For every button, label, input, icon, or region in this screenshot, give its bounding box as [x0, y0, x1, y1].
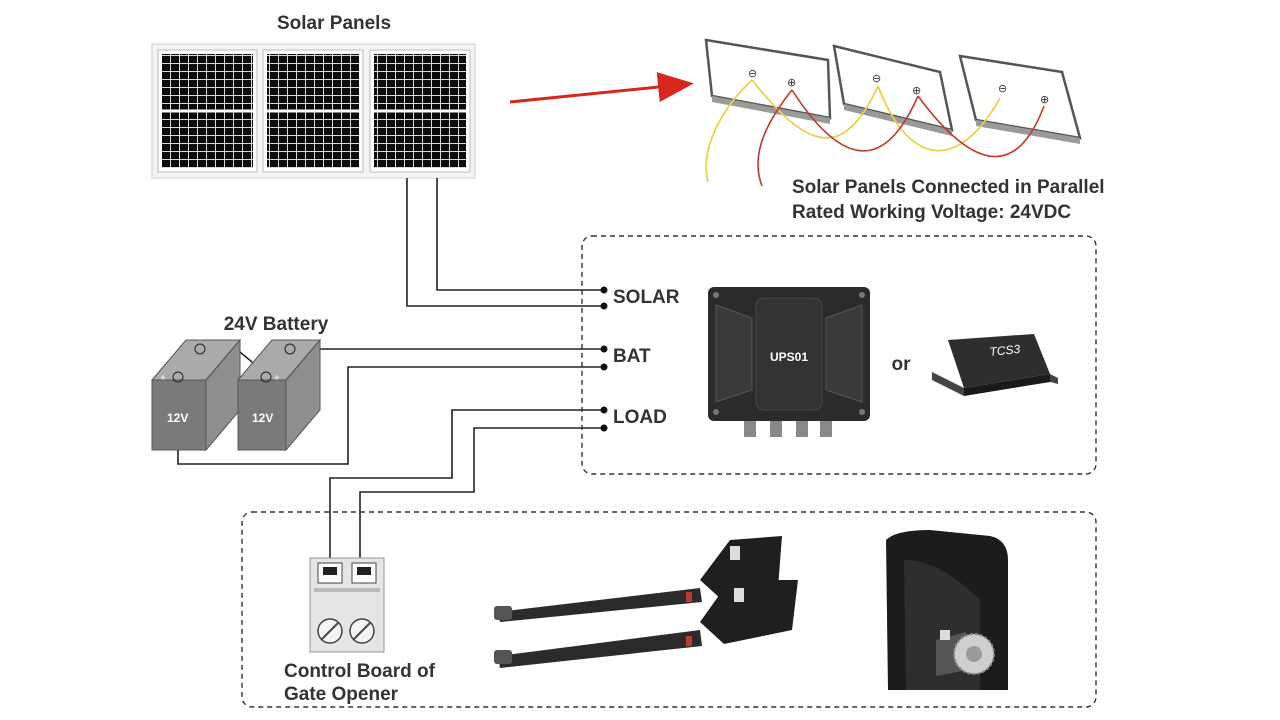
plus-terminal-icon: ⊕	[787, 77, 796, 89]
red-wire	[917, 95, 1045, 158]
terminal-dot	[600, 345, 608, 353]
gate-opener-label-line2: Gate Opener	[284, 684, 399, 705]
terminal-dot	[600, 406, 608, 414]
sliding-gate-motor	[886, 530, 1008, 690]
parallel-note-line2: Rated Working Voltage: 24VDC	[792, 202, 1071, 223]
solar-panel-1	[157, 49, 258, 173]
terminal-label-load: LOAD	[613, 407, 667, 428]
or-label: or	[892, 354, 912, 375]
battery-cell-right: + 12V	[236, 338, 322, 452]
ups01-label: UPS01	[770, 350, 808, 364]
terminal-label-solar: SOLAR	[613, 287, 680, 308]
yellow-wire	[705, 79, 753, 183]
plus-terminal-icon: ⊕	[1040, 94, 1049, 106]
linear-actuator-lower	[494, 580, 798, 668]
minus-terminal-icon: ⊖	[998, 83, 1007, 95]
terminal-dot	[600, 424, 608, 432]
minus-terminal-icon: ⊖	[748, 68, 757, 80]
red-wire	[757, 89, 793, 187]
yellow-wire	[877, 85, 1001, 152]
ups01-controller: UPS01	[708, 287, 870, 437]
battery-cell-left-label: 12V	[167, 411, 188, 425]
load-wire-positive	[329, 409, 604, 560]
solar-panels-title: Solar Panels	[277, 13, 391, 34]
red-arrow-icon	[509, 72, 694, 104]
svg-text:+: +	[274, 373, 280, 384]
yellow-wire	[751, 79, 879, 139]
battery-title: 24V Battery	[224, 314, 329, 335]
load-wire-negative	[359, 427, 604, 560]
terminal-dot	[600, 363, 608, 371]
terminal-dot	[600, 302, 608, 310]
tcs3-label: TCS3	[989, 342, 1021, 359]
red-wire	[791, 89, 919, 152]
terminal-label-bat: BAT	[613, 346, 651, 367]
solar-wire-positive	[436, 178, 604, 291]
solar-panel-3	[369, 49, 471, 173]
gate-opener-dashed-box	[241, 511, 1097, 708]
terminal-dot	[600, 286, 608, 294]
minus-terminal-icon: ⊖	[872, 73, 881, 85]
parallel-note-line1: Solar Panels Connected in Parallel	[792, 177, 1105, 198]
battery-cell-left: + 12V	[150, 338, 242, 452]
controller-dashed-box	[581, 235, 1097, 475]
plus-terminal-icon: ⊕	[912, 85, 921, 97]
solar-panel-array	[151, 43, 476, 179]
control-board-terminal-block	[309, 557, 385, 653]
tilted-panel-1: ⊖ ⊕	[704, 38, 832, 124]
svg-text:+: +	[160, 373, 166, 384]
parallel-panels-illustration: ⊖ ⊕ ⊖ ⊕ ⊖ ⊕	[704, 38, 1082, 187]
solar-wire-negative	[406, 178, 604, 307]
solar-panel-2	[262, 49, 364, 173]
battery-cell-right-label: 12V	[252, 411, 273, 425]
gate-opener-label-line1: Control Board of	[284, 661, 436, 682]
tilted-panel-2: ⊖ ⊕	[832, 44, 954, 136]
battery-wire-negative	[177, 366, 604, 465]
tilted-panel-3: ⊖ ⊕	[958, 54, 1082, 144]
tcs3-controller: TCS3	[932, 334, 1058, 396]
